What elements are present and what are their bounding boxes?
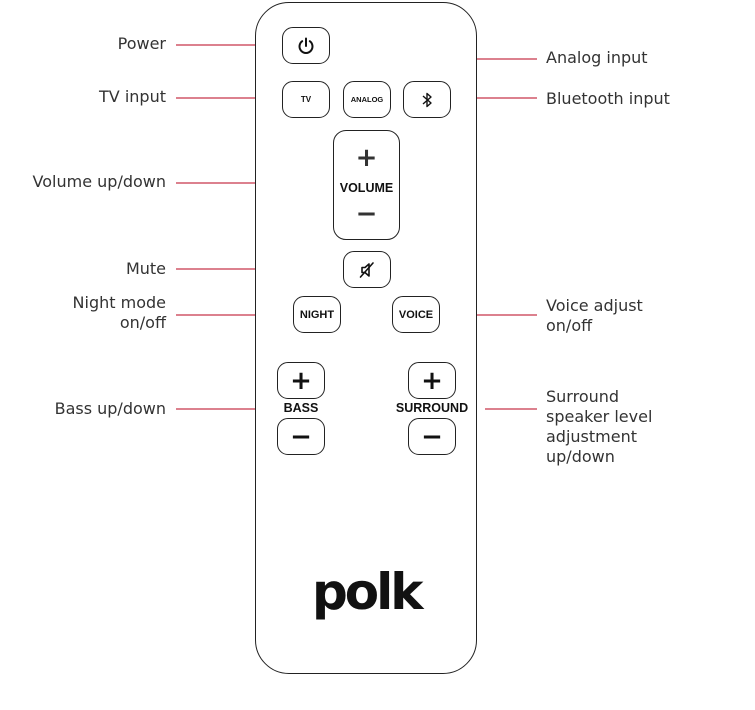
callout-voice-adjust-line2: on/off — [546, 316, 593, 335]
bass-down-sign: − — [290, 421, 312, 452]
surround-label: SURROUND — [388, 401, 476, 415]
callout-surround-line3: adjustment — [546, 427, 637, 446]
bluetooth-icon — [422, 92, 432, 107]
power-button[interactable] — [282, 27, 330, 64]
mute-icon — [359, 261, 374, 278]
callout-bluetooth-input-text: Bluetooth input — [546, 89, 670, 108]
night-mode-button[interactable]: NIGHT — [293, 296, 341, 333]
voice-adjust-button-label: VOICE — [398, 308, 434, 321]
callout-surround-line2: speaker level — [546, 407, 653, 426]
tv-input-button-label: TV — [300, 95, 312, 104]
callout-tv-input: TV input — [40, 87, 166, 107]
callout-night-mode: Night mode on/off — [40, 293, 166, 333]
callout-night-mode-line2: on/off — [119, 313, 166, 332]
volume-up-button[interactable]: + — [355, 143, 378, 173]
surround-up-sign: + — [421, 365, 443, 396]
callout-analog-input-text: Analog input — [546, 48, 648, 67]
callout-night-mode-line1: Night mode — [72, 293, 166, 312]
mute-button[interactable] — [343, 251, 391, 288]
bass-down-button[interactable]: − — [277, 418, 325, 455]
callout-mute: Mute — [40, 259, 166, 279]
callout-bass: Bass up/down — [20, 399, 166, 419]
surround-up-button[interactable]: + — [408, 362, 456, 399]
power-icon — [298, 37, 314, 54]
callout-mute-text: Mute — [125, 259, 166, 278]
voice-adjust-button[interactable]: VOICE — [392, 296, 440, 333]
callout-surround-line1: Surround — [546, 387, 620, 406]
callout-bluetooth-input: Bluetooth input — [546, 89, 746, 109]
callout-volume: Volume up/down — [10, 172, 166, 192]
callout-power-text: Power — [117, 34, 166, 53]
night-mode-button-label: NIGHT — [299, 308, 335, 321]
callout-volume-text: Volume up/down — [32, 172, 166, 191]
bluetooth-input-button[interactable] — [403, 81, 451, 118]
surround-down-sign: − — [421, 421, 443, 452]
volume-label: VOLUME — [339, 181, 394, 195]
callout-voice-adjust: Voice adjust on/off — [546, 296, 746, 336]
volume-rocker[interactable]: + VOLUME − — [333, 130, 400, 240]
callout-surround-line4: up/down — [546, 447, 615, 466]
tv-input-button[interactable]: TV — [282, 81, 330, 118]
callout-tv-input-text: TV input — [99, 87, 166, 106]
surround-down-button[interactable]: − — [408, 418, 456, 455]
analog-input-button[interactable]: ANALOG — [343, 81, 391, 118]
callout-analog-input: Analog input — [546, 48, 746, 68]
volume-down-button[interactable]: − — [355, 199, 378, 229]
callout-voice-adjust-line1: Voice adjust — [546, 296, 643, 315]
callout-surround: Surround speaker level adjustment up/dow… — [546, 387, 746, 467]
bass-up-sign: + — [290, 365, 312, 396]
polk-logo: polk — [312, 563, 424, 621]
callout-power: Power — [40, 34, 166, 54]
analog-input-button-label: ANALOG — [350, 95, 384, 104]
callout-bass-text: Bass up/down — [54, 399, 166, 418]
bass-label: BASS — [272, 401, 330, 415]
bass-up-button[interactable]: + — [277, 362, 325, 399]
